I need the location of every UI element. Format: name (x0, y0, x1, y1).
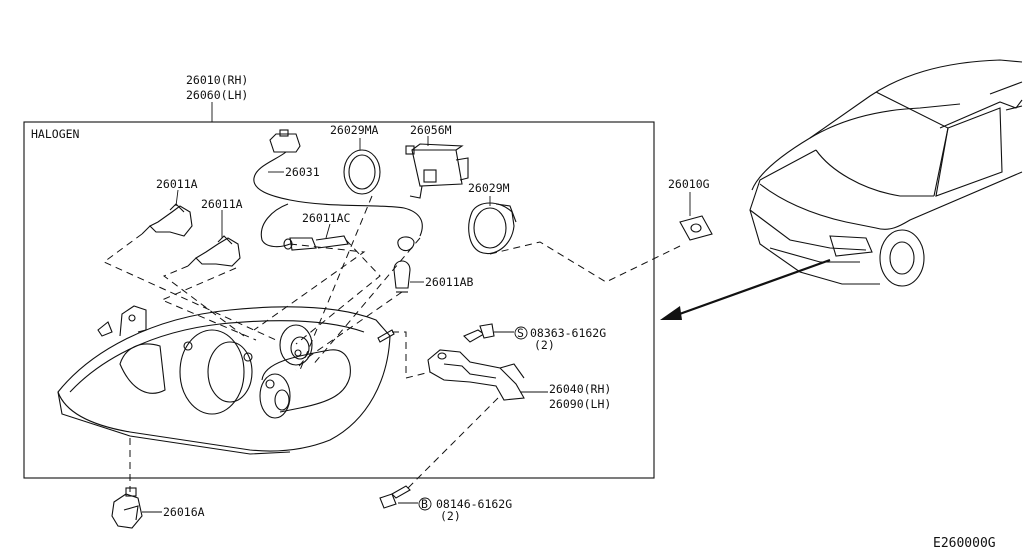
halogen-label: HALOGEN (31, 127, 80, 141)
screw-s-upper (463, 323, 495, 343)
label-26029m: 26029M (468, 181, 510, 195)
assembly-label-lh: 26060(LH) (186, 88, 248, 102)
cover-26010g (679, 215, 713, 241)
headlamp-housing (57, 305, 395, 455)
bracket-26040 (427, 349, 525, 401)
label-26011ac: 26011AC (302, 211, 351, 225)
screw-b-symbol-letter: B (421, 497, 428, 511)
assembly-label-rh: 26010(RH) (186, 73, 248, 87)
bulb-26011a-lower (187, 235, 241, 267)
label-26029ma: 26029MA (330, 123, 379, 137)
pointer-arrow (660, 258, 831, 320)
ring-26029m (468, 202, 517, 254)
module-26056m (405, 143, 469, 199)
label-26011a-upper: 26011A (156, 177, 198, 191)
label-26011a-lower: 26011A (201, 197, 243, 211)
label-26016a: 26016A (163, 505, 205, 519)
label-26090-lh: 26090(LH) (549, 397, 611, 411)
screw-s-part: 08363-6162G (530, 326, 606, 340)
label-26031: 26031 (285, 165, 320, 179)
screw-s-symbol (514, 326, 528, 340)
assembly-dash-lines (103, 195, 681, 492)
adjuster-26016a (111, 487, 143, 529)
screw-b-lower (379, 485, 411, 509)
ring-26029ma (343, 149, 381, 195)
halogen-frame (23, 121, 655, 479)
bulb-26011ab (393, 236, 415, 293)
socket-26011ac (283, 235, 349, 251)
screw-b-qty: (2) (440, 509, 461, 523)
label-26056m: 26056M (410, 123, 452, 137)
diagram-code: E260000G (933, 536, 996, 551)
screw-b-part: 08146-6162G (436, 497, 512, 511)
screw-s-qty: (2) (534, 338, 555, 352)
label-26011ab: 26011AB (425, 275, 474, 289)
screw-s-symbol-letter: S (517, 326, 524, 340)
label-26010g: 26010G (668, 177, 710, 191)
screw-b-symbol (418, 497, 432, 511)
label-26040-rh: 26040(RH) (549, 382, 611, 396)
connector-harness-26031 (253, 129, 423, 248)
bulb-26011a-upper (141, 203, 193, 237)
car-illustration (749, 59, 1023, 287)
